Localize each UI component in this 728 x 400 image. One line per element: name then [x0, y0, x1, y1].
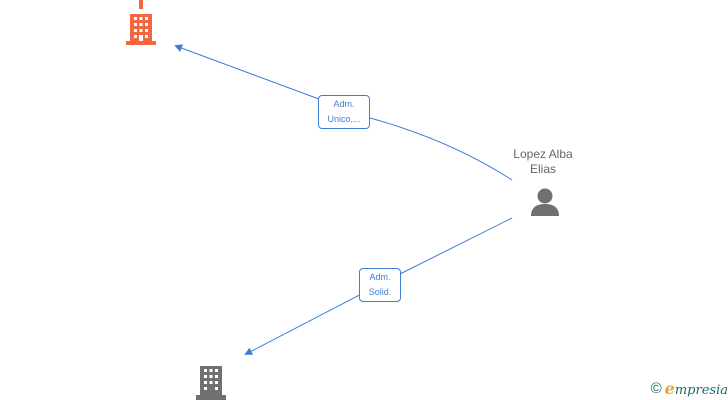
edge-label-adm-solid[interactable]: Adm. Solid. [359, 268, 401, 302]
copyright-symbol: © [650, 380, 662, 397]
person-name-line2: Elias [529, 162, 556, 176]
edge-label-line2: Unico,... [327, 114, 361, 124]
edge-label-line2: Solid. [368, 287, 392, 297]
logo-letter: e [664, 379, 675, 398]
brand-name: mpresia [674, 383, 728, 398]
edge-label-adm-unico[interactable]: Adm. Unico,... [318, 95, 370, 129]
person-name-line1: Lopez Alba [513, 147, 573, 161]
person-name-label[interactable]: Lopez Alba Elias [500, 147, 586, 177]
company-bottom-building-icon[interactable] [196, 366, 226, 400]
company-top-building-icon[interactable] [126, 0, 156, 45]
edge-label-line1: Adm. [333, 99, 355, 109]
person-icon[interactable] [531, 188, 559, 217]
edge-label-line1: Adm. [369, 272, 391, 282]
edge-person-to-company-top [174, 44, 513, 181]
